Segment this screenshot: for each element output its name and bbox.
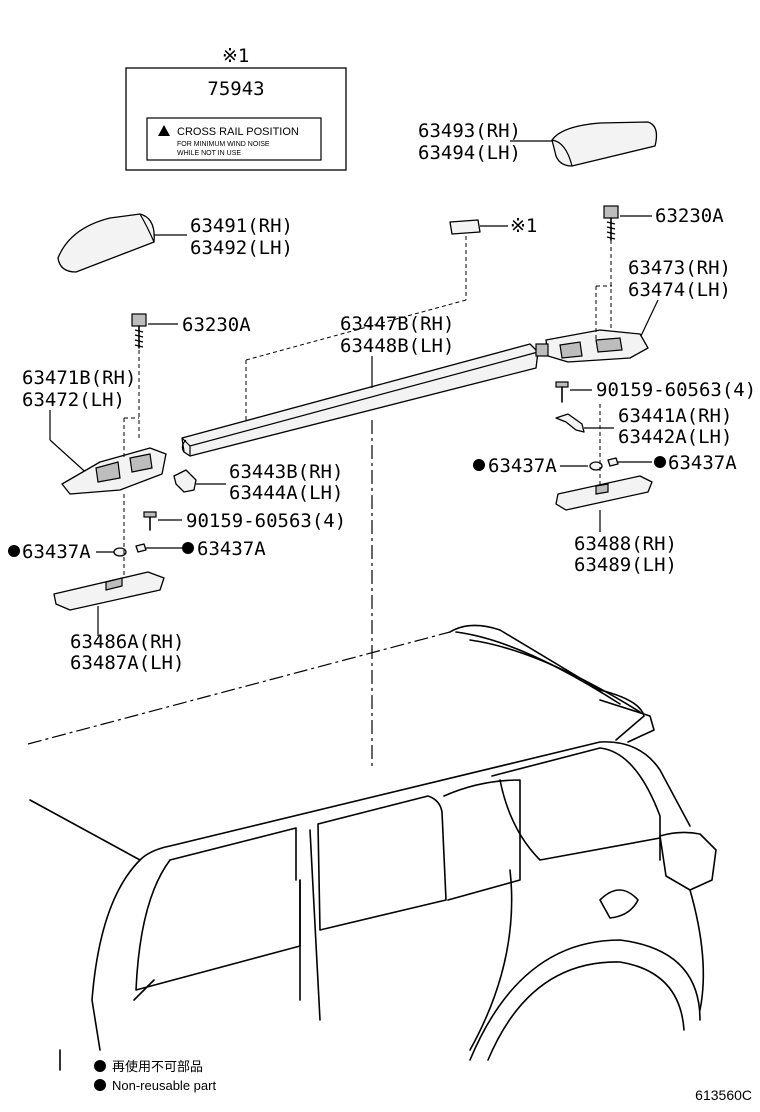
clip-left: 63443B(RH) 63444A(LH) bbox=[173, 461, 343, 504]
non-reusable-icon bbox=[94, 1060, 106, 1072]
label-63443b: 63443B(RH) bbox=[229, 461, 343, 483]
warning-line-3: WHILE NOT IN USE bbox=[177, 150, 241, 157]
warning-title: CROSS RAIL POSITION bbox=[177, 126, 299, 138]
label-63447b: 63447B(RH) bbox=[340, 313, 454, 335]
label-63493: 63493(RH) bbox=[418, 120, 521, 142]
bolt-right: 63230A bbox=[603, 205, 724, 330]
label-63474: 63474(LH) bbox=[628, 279, 731, 301]
legend: 再使用不可部品 Non-reusable part bbox=[94, 1059, 216, 1093]
label-63488: 63488(RH) bbox=[574, 533, 677, 555]
label-mark: ※1 bbox=[222, 45, 249, 67]
non-reusable-icon bbox=[8, 545, 20, 557]
nuts-left: 63437A 63437A bbox=[8, 494, 266, 580]
warning-sticker bbox=[146, 117, 322, 161]
non-reusable-icon bbox=[473, 459, 485, 471]
label-63491: 63491(RH) bbox=[190, 215, 293, 237]
label-box-frame bbox=[125, 67, 347, 171]
roof-rail: 63447B(RH) 63448B(LH) bbox=[181, 299, 549, 770]
label-part-number: 75943 bbox=[207, 78, 264, 100]
label-sticker-small: ※1 bbox=[449, 215, 537, 300]
label-63494: 63494(LH) bbox=[418, 142, 521, 164]
label-63489: 63489(LH) bbox=[574, 554, 677, 576]
non-reusable-icon bbox=[182, 542, 194, 554]
caution-label-group: ※1 75943 CROSS RAIL POSITION FOR MINIMUM… bbox=[125, 45, 347, 171]
label-63230a-right: 63230A bbox=[655, 205, 724, 227]
label-63437a-right-b: 63437A bbox=[668, 452, 737, 474]
label-63486a: 63486A(RH) bbox=[70, 631, 184, 653]
label-63441a: 63441A(RH) bbox=[618, 405, 732, 427]
vehicle-outline bbox=[27, 624, 717, 1071]
label-63230a-left: 63230A bbox=[182, 314, 251, 336]
bracket-right: 63473(RH) 63474(LH) bbox=[545, 257, 731, 363]
label-63487a: 63487A(LH) bbox=[70, 652, 184, 674]
bracket-left: 63471B(RH) 63472(LH) bbox=[22, 367, 167, 495]
label-mark-right: ※1 bbox=[510, 215, 537, 237]
label-63472: 63472(LH) bbox=[22, 389, 125, 411]
end-cover-front: 63491(RH) 63492(LH) bbox=[57, 213, 293, 273]
nuts-right: 63437A 63437A bbox=[473, 452, 737, 477]
warning-triangle-icon bbox=[158, 125, 170, 136]
base-left: 63486A(RH) 63487A(LH) bbox=[53, 571, 184, 674]
label-63437a-left-b: 63437A bbox=[197, 538, 266, 560]
base-right: 63488(RH) 63489(LH) bbox=[555, 404, 677, 576]
non-reusable-icon bbox=[94, 1079, 106, 1091]
label-63442a: 63442A(LH) bbox=[618, 426, 732, 448]
label-90159-left: 90159-60563(4) bbox=[186, 510, 346, 532]
label-63492: 63492(LH) bbox=[190, 237, 293, 259]
label-63448b: 63448B(LH) bbox=[340, 335, 454, 357]
bolt-left: 63230A bbox=[131, 313, 251, 440]
end-cover-rear: 63493(RH) 63494(LH) bbox=[418, 120, 658, 167]
label-63471b: 63471B(RH) bbox=[22, 367, 136, 389]
diagram-code: 613560C bbox=[695, 1087, 752, 1103]
screw-left: 90159-60563(4) bbox=[143, 510, 346, 532]
label-63437a-right-a: 63437A bbox=[488, 455, 557, 477]
label-63473: 63473(RH) bbox=[628, 257, 731, 279]
label-63437a-left-a: 63437A bbox=[22, 541, 91, 563]
screw-right: 90159-60563(4) bbox=[555, 379, 756, 403]
legend-jp: 再使用不可部品 bbox=[112, 1059, 203, 1074]
legend-en: Non-reusable part bbox=[112, 1078, 216, 1093]
label-63444a: 63444A(LH) bbox=[229, 482, 343, 504]
non-reusable-icon bbox=[654, 456, 666, 468]
warning-line-2: FOR MINIMUM WIND NOISE bbox=[177, 141, 270, 148]
clip-right: 63441A(RH) 63442A(LH) bbox=[555, 405, 732, 448]
label-90159-right: 90159-60563(4) bbox=[596, 379, 756, 401]
